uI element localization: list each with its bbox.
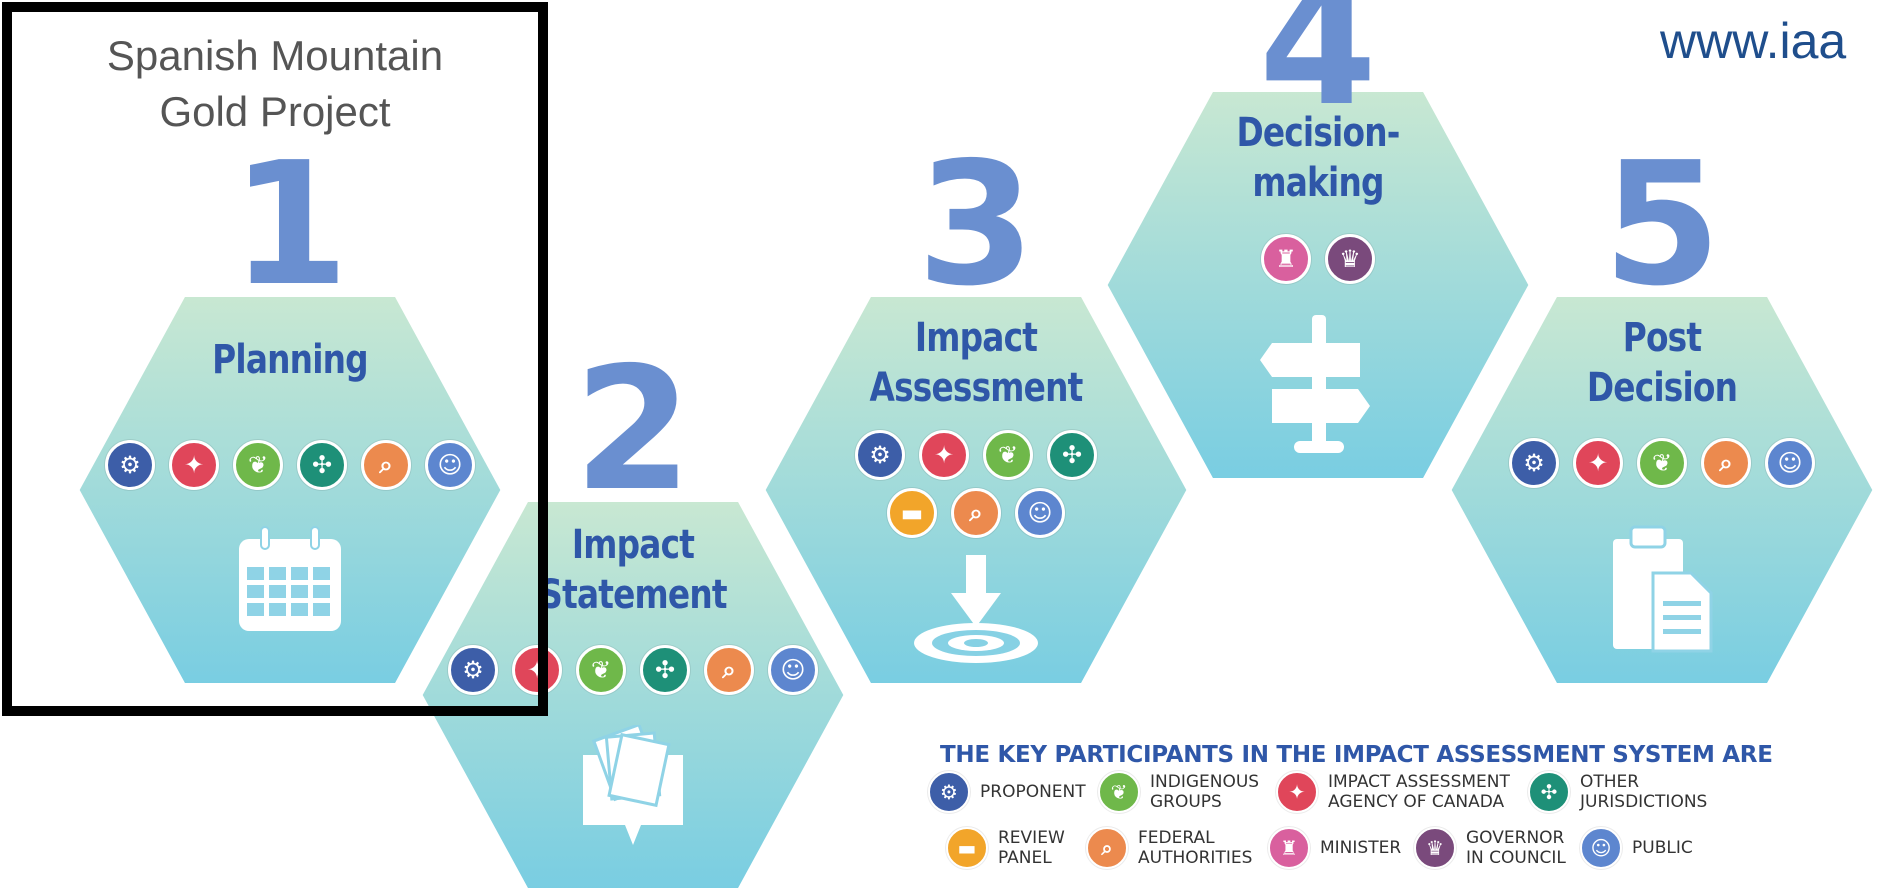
stage-label: Post Decision (1586, 315, 1738, 411)
stage-label: Impact Statement (539, 522, 727, 618)
network-icon: ✣ (297, 440, 347, 490)
legend-item: ☺ PUBLIC (1580, 827, 1693, 869)
network-icon: ✣ (1047, 430, 1097, 480)
gear-icon: ⚙ (105, 440, 155, 490)
gear-icon: ⚙ (928, 771, 970, 813)
stage-number: 3 (916, 126, 1036, 324)
stage-label: Planning (212, 337, 368, 383)
crown-icon: ♛ (1414, 827, 1456, 869)
maple-leaf-icon: ✦ (512, 645, 562, 695)
people-icon: ☺ (1580, 827, 1622, 869)
people-icon: ☺ (1015, 488, 1065, 538)
legend-label: INDIGENOUS GROUPS (1150, 772, 1260, 812)
stage-label: Impact Assessment (869, 315, 1084, 411)
legend-label: REVIEW PANEL (998, 828, 1065, 868)
feather-icon: ❦ (983, 430, 1033, 480)
calendar-icon (235, 525, 345, 640)
document-search-icon: ⌕ (704, 645, 754, 695)
gear-icon: ⚙ (1509, 438, 1559, 488)
stage-number: 2 (573, 331, 693, 529)
legend-label: GOVERNOR IN COUNCIL (1466, 828, 1566, 868)
document-search-icon: ⌕ (1701, 438, 1751, 488)
clipboard-icon (1607, 525, 1717, 660)
legend-label: FEDERAL AUTHORITIES (1138, 828, 1253, 868)
legend-title: THE KEY PARTICIPANTS IN THE IMPACT ASSES… (940, 742, 1773, 768)
legend-item: ♛GOVERNOR IN COUNCIL (1414, 827, 1566, 869)
network-icon: ✣ (1528, 771, 1570, 813)
stage-number: 1 (230, 126, 350, 324)
stage-hexagon (1097, 82, 1539, 488)
stage-number: 5 (1602, 126, 1722, 324)
legend-item: ⚙ PROPONENT (928, 771, 1086, 813)
stage-number: 4 (1258, 0, 1378, 144)
stage-label: Decision- making (1236, 110, 1400, 206)
participant-icon-row: ⚙ ✦ ❦ ⌕ ☺ (1432, 438, 1880, 488)
feather-icon: ❦ (1637, 438, 1687, 488)
document-search-icon: ⌕ (361, 440, 411, 490)
stage-hexagon (412, 492, 854, 893)
maple-leaf-icon: ✦ (919, 430, 969, 480)
people-icon: ☺ (1765, 438, 1815, 488)
parliament-icon: ♜ (1268, 827, 1310, 869)
maple-leaf-icon: ✦ (1573, 438, 1623, 488)
crown-icon: ♛ (1325, 234, 1375, 284)
legend-item: ✣OTHER JURISDICTIONS (1528, 771, 1707, 813)
document-search-icon: ⌕ (1086, 827, 1128, 869)
document-search-icon: ⌕ (951, 488, 1001, 538)
participant-icon-row: ⚙ ✦ ❦ ✣ ⌕ ☺ (60, 440, 520, 490)
participant-icon-row: ⚙ ✦ ❦ ✣ (746, 430, 1206, 480)
maple-leaf-icon: ✦ (169, 440, 219, 490)
legend-item: ❦INDIGENOUS GROUPS (1098, 771, 1259, 813)
feather-icon: ❦ (576, 645, 626, 695)
parliament-icon: ♜ (1261, 234, 1311, 284)
participant-icon-row: ♜♛ (1088, 234, 1548, 284)
website-url[interactable]: www.iaa (1660, 13, 1847, 69)
legend-label: OTHER JURISDICTIONS (1580, 772, 1708, 812)
signpost-icon (1258, 315, 1378, 460)
legend-item: ⌕FEDERAL AUTHORITIES (1086, 827, 1252, 869)
panel-icon: ▬ (946, 827, 988, 869)
legend-label: MINISTER (1320, 838, 1402, 858)
project-title: Spanish Mountain Gold Project (106, 32, 444, 135)
stage-hexagon (69, 287, 511, 693)
maple-leaf-icon: ✦ (1276, 771, 1318, 813)
legend-label: IMPACT ASSESSMENT AGENCY OF CANADA (1328, 772, 1510, 812)
legend-label: PUBLIC (1632, 838, 1693, 858)
legend-item: ♜ MINISTER (1268, 827, 1401, 869)
feather-icon: ❦ (1098, 771, 1140, 813)
network-icon: ✣ (640, 645, 690, 695)
papers-icon (573, 722, 693, 860)
participant-icon-row: ⚙ ✦ ❦ ✣ ⌕ ☺ (403, 645, 863, 695)
panel-icon: ▬ (887, 488, 937, 538)
people-icon: ☺ (425, 440, 475, 490)
legend-label: PROPONENT (980, 782, 1086, 802)
gear-icon: ⚙ (855, 430, 905, 480)
participant-icon-row: ▬ ⌕ ☺ (746, 488, 1206, 538)
feather-icon: ❦ (233, 440, 283, 490)
legend-item: ▬REVIEW PANEL (946, 827, 1065, 869)
legend-item: ✦IMPACT ASSESSMENT AGENCY OF CANADA (1276, 771, 1510, 813)
people-icon: ☺ (768, 645, 818, 695)
target-arrow-icon (911, 555, 1041, 670)
stage-hexagon (1441, 287, 1880, 693)
gear-icon: ⚙ (448, 645, 498, 695)
